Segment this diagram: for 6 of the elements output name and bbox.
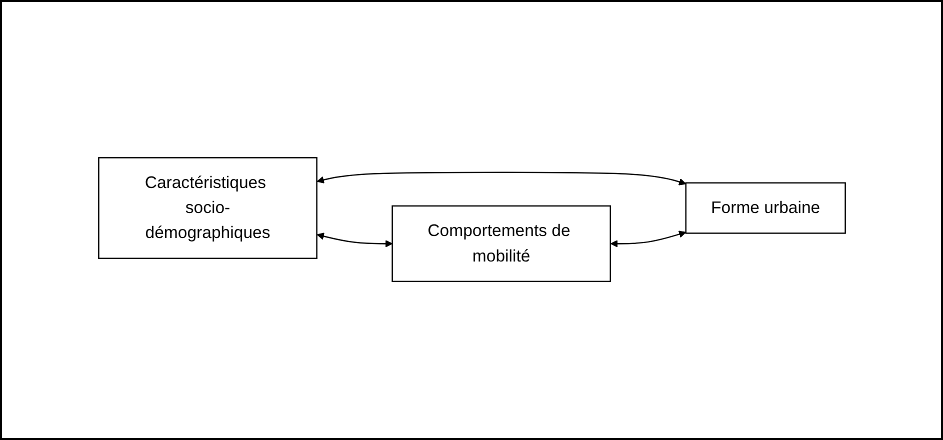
arrow bbox=[316, 233, 392, 248]
node-box: Caractéristiques socio-démographiques bbox=[98, 158, 317, 260]
node-box: Comportements de mobilité bbox=[391, 206, 610, 282]
node-box: Forme urbaine bbox=[684, 182, 846, 234]
arrow bbox=[316, 172, 686, 186]
arrow bbox=[610, 231, 686, 248]
